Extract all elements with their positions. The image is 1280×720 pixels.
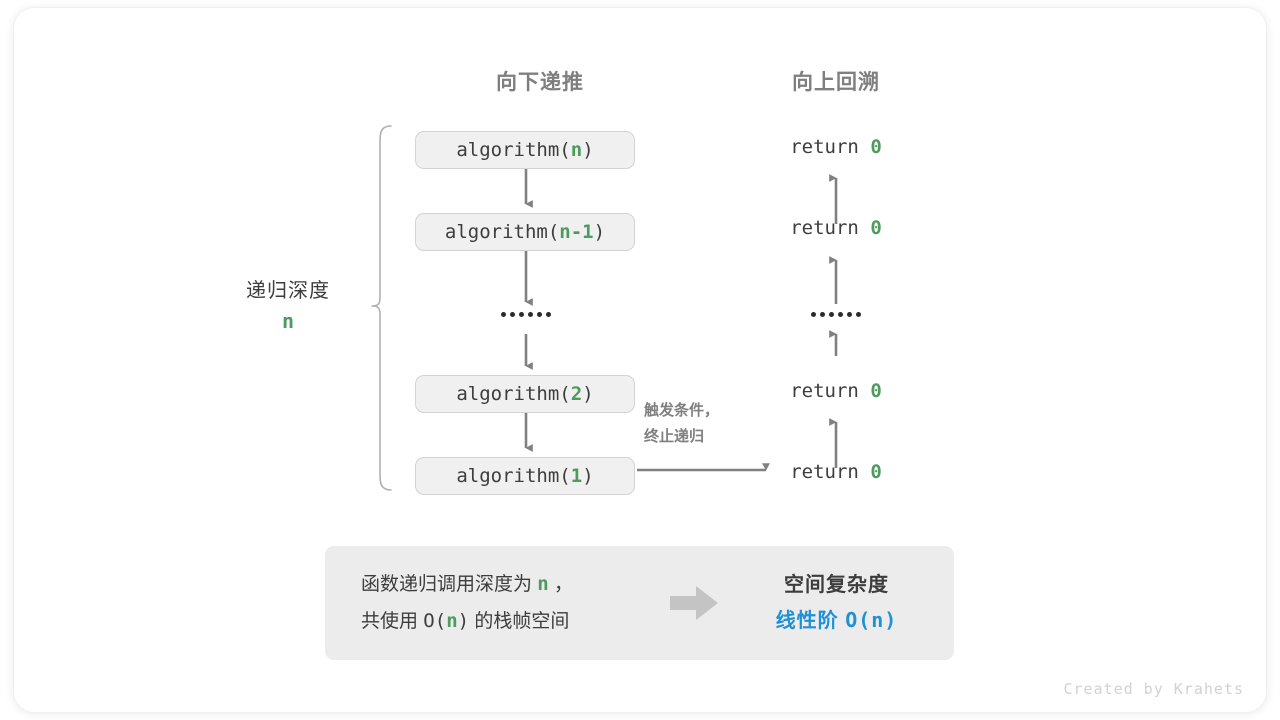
- return-label-2: return 0: [790, 217, 882, 239]
- return-keyword: return: [790, 380, 859, 402]
- recursion-depth-value: n: [281, 309, 295, 333]
- ellipsis-up: [811, 312, 861, 317]
- figure-canvas: 向下递推 向上回溯 algorithm(n) algorithm(n-1) al…: [14, 8, 1266, 712]
- summary-line2-post: 的栈帧空间: [474, 611, 570, 632]
- right-block-arrow-icon: [670, 586, 718, 620]
- summary-panel: 函数递归调用深度为 n ， 共使用 O(n) 的栈帧空间 空间复杂度 线性阶 O…: [325, 546, 954, 660]
- call-box-text: algorithm(: [456, 383, 571, 405]
- base-case-note: 触发条件， 终止递归: [644, 398, 719, 451]
- recursion-depth-annotation: 递归深度 n: [246, 278, 330, 337]
- call-box-n-1[interactable]: algorithm(n-1): [415, 213, 635, 251]
- call-box-close: ): [582, 383, 594, 405]
- return-keyword: return: [790, 217, 859, 239]
- call-box-1[interactable]: algorithm(1): [415, 457, 635, 495]
- summary-line1-var: n: [537, 572, 549, 595]
- summary-line2-fn-close: ): [457, 610, 470, 632]
- base-case-note-line1: 触发条件，: [644, 402, 720, 419]
- summary-line1-pre: 函数递归调用深度为: [361, 573, 533, 595]
- return-keyword: return: [790, 461, 859, 483]
- summary-line2-pre: 共使用: [361, 611, 419, 632]
- call-box-2[interactable]: algorithm(2): [415, 375, 635, 413]
- summary-line-1: 函数递归调用深度为 n ，: [361, 566, 655, 603]
- column-header-down: 向下递推: [496, 71, 584, 94]
- call-box-text: algorithm(: [456, 139, 571, 161]
- summary-line-2: 共使用 O(n) 的栈帧空间: [361, 603, 655, 640]
- base-case-note-line2: 终止递归: [644, 428, 705, 446]
- summary-line1-post: ，: [554, 573, 574, 595]
- ellipsis-down: [501, 312, 551, 317]
- depth-brace: [371, 125, 392, 491]
- return-label-4: return 0: [790, 461, 882, 483]
- call-box-text: algorithm(: [444, 221, 560, 243]
- return-keyword: return: [790, 136, 859, 158]
- credit-text: Created by Krahets: [1063, 680, 1244, 698]
- summary-description: 函数递归调用深度为 n ， 共使用 O(n) 的栈帧空间: [325, 566, 655, 640]
- return-value: 0: [870, 217, 882, 239]
- call-box-text: algorithm(: [456, 465, 571, 487]
- summary-conclusion-value: 线性阶 O(n): [733, 603, 940, 639]
- call-box-close: ): [582, 465, 594, 487]
- return-value: 0: [870, 136, 882, 158]
- call-box-arg: 2: [570, 383, 583, 405]
- return-label-3: return 0: [790, 380, 882, 402]
- summary-line2-fn-open: O(: [423, 610, 447, 632]
- return-value: 0: [870, 380, 882, 402]
- call-box-arg: n: [570, 139, 583, 161]
- summary-conclusion-title: 空间复杂度: [784, 573, 889, 596]
- summary-line2-var: n: [446, 610, 458, 632]
- call-box-arg: n-1: [559, 221, 594, 243]
- complexity-expression: O(n): [845, 607, 898, 632]
- call-box-close: ): [593, 221, 606, 243]
- summary-conclusion: 空间复杂度 线性阶 O(n): [733, 568, 954, 639]
- column-header-up: 向上回溯: [792, 71, 880, 94]
- summary-arrow-slot: [655, 583, 733, 623]
- recursion-depth-label: 递归深度: [246, 280, 330, 302]
- complexity-class-label: 线性阶: [775, 609, 839, 632]
- return-value: 0: [870, 461, 882, 483]
- call-box-close: ): [582, 139, 594, 161]
- return-label-1: return 0: [790, 136, 882, 158]
- call-box-n[interactable]: algorithm(n): [415, 131, 635, 169]
- call-box-arg: 1: [570, 465, 583, 487]
